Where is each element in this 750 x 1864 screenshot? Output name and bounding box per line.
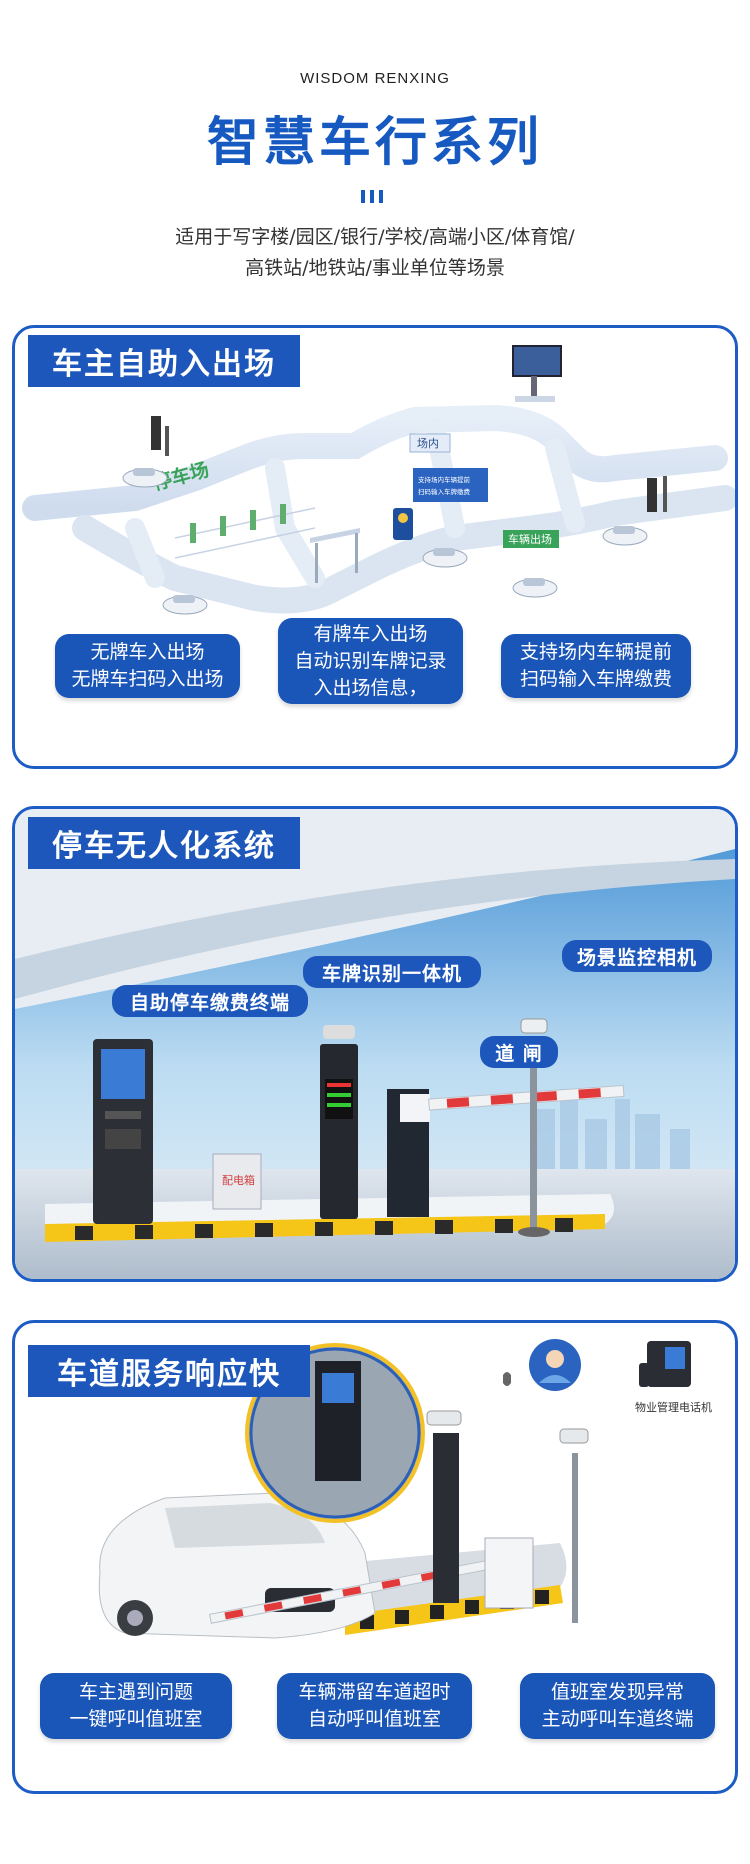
feature-line: 无牌车扫码入出场: [71, 668, 224, 690]
power-box-label: 配电箱: [222, 1173, 255, 1187]
subtitle-line-2: 高铁站/地铁站/事业单位等场景: [245, 257, 505, 279]
exit-label: 车辆出场: [508, 532, 552, 546]
feature-line: 入出场信息，: [313, 676, 428, 699]
subtitle-line-1: 适用于写字楼/园区/银行/学校/高端小区/体育馆/: [175, 226, 575, 248]
car-icon: [122, 468, 168, 488]
decor-bars: [361, 188, 391, 203]
feature-line: 无牌车入出场: [90, 641, 205, 663]
car-icon: [602, 526, 648, 546]
parking-flow-illustration: 停车场: [22, 345, 735, 615]
feature-auto-call: 车辆滞留车道超时 自动呼叫值班室: [277, 1673, 472, 1739]
feature-line: 自动识别车牌记录: [294, 649, 447, 672]
feature-unplated-entry: 无牌车入出场 无牌车扫码入出场: [55, 634, 240, 698]
phone-device-label: 物业管理电话机: [635, 1401, 712, 1414]
section-self-service: 停车场: [12, 325, 738, 769]
feature-line: 有牌车入出场: [313, 622, 428, 645]
feature-line: 一键呼叫值班室: [69, 1708, 203, 1730]
feature-remote-call: 值班室发现异常 主动呼叫车道终端: [520, 1673, 715, 1739]
feature-line: 值班室发现异常: [550, 1681, 684, 1703]
feature-line: 车主遇到问题: [78, 1681, 193, 1703]
section-lane-service: 物业管理电话机 车主遇到问题 一键呼叫值班室 车辆滞留车道超时 自动呼叫值班室 …: [12, 1320, 738, 1794]
unmanned-system-illustration: 配电箱: [15, 809, 735, 1279]
section-3-title: 车道服务响应快: [28, 1345, 310, 1397]
brand-english-name: WISDOM RENXING: [300, 70, 450, 87]
label-monitor-camera: 场景监控相机: [562, 940, 712, 972]
entry-label: 场内: [417, 436, 439, 450]
feature-one-key-call: 车主遇到问题 一键呼叫值班室: [40, 1673, 232, 1739]
feature-line: 车辆滞留车道超时: [298, 1681, 451, 1703]
section-2-title: 停车无人化系统: [28, 817, 300, 869]
car-icon: [512, 578, 558, 598]
label-lpr-unit: 车牌识别一体机: [303, 956, 481, 988]
svg-text:扫码输入车牌缴费: 扫码输入车牌缴费: [418, 487, 471, 496]
feature-line: 主动呼叫车道终端: [541, 1708, 694, 1730]
section-unmanned: 配电箱: [12, 806, 738, 1282]
feature-line: 支持场内车辆提前: [519, 641, 672, 663]
car-icon: [422, 548, 468, 568]
lane-service-illustration: [98, 1339, 691, 1639]
label-payment-terminal: 自助停车缴费终端: [112, 985, 308, 1017]
car-icon: [162, 595, 208, 615]
label-barrier-gate: 道 闸: [480, 1036, 558, 1068]
page-title: 智慧车行系列: [206, 113, 543, 173]
section-1-title: 车主自助入出场: [28, 335, 300, 387]
feature-prepay: 支持场内车辆提前 扫码输入车牌缴费: [501, 634, 691, 698]
feature-plated-entry: 有牌车入出场 自动识别车牌记录 入出场信息，: [278, 618, 463, 704]
svg-text:支持场内车辆提前: 支持场内车辆提前: [418, 475, 471, 484]
feature-line: 扫码输入车牌缴费: [519, 668, 672, 690]
feature-line: 自动呼叫值班室: [307, 1708, 441, 1730]
